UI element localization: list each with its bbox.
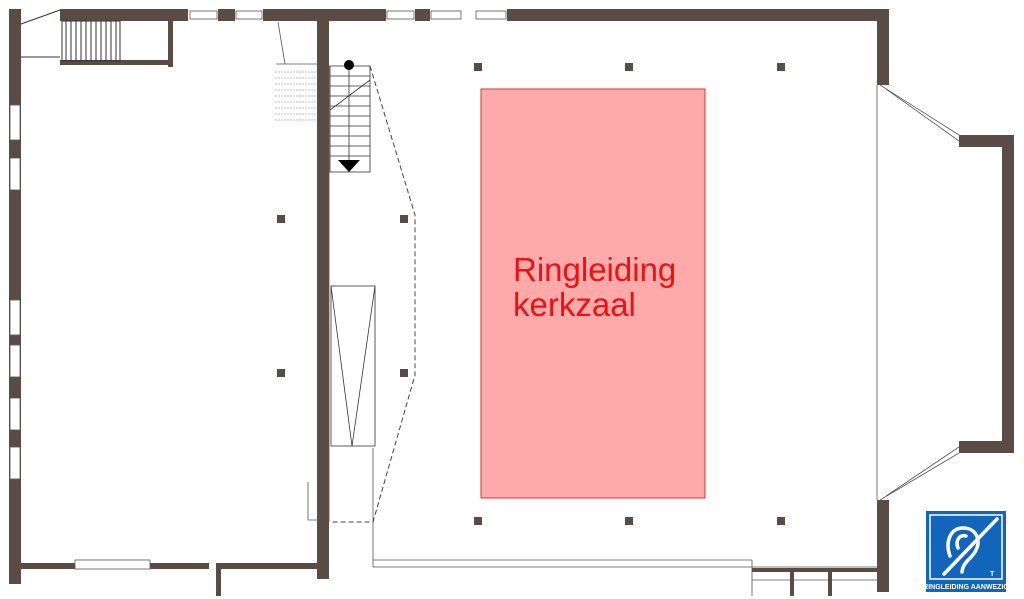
hearing-loop-ear-icon <box>942 517 999 576</box>
exterior-walls <box>9 9 1014 596</box>
hearing-loop-sign: T RINGLEIDING AANWEZIG <box>923 508 1009 595</box>
stair-down-arrow-icon <box>338 160 360 172</box>
bottom-right-structure <box>752 568 877 596</box>
corridor-partitions <box>317 66 878 596</box>
ramp <box>330 285 376 447</box>
door-swing-left <box>276 21 317 521</box>
sign-letter: T <box>990 571 995 578</box>
zone-label-line1: Ringleiding <box>513 251 676 288</box>
dashed-outline <box>330 65 416 523</box>
hearing-loop-zone <box>480 88 706 499</box>
stair-start-dot <box>344 60 354 70</box>
zone-label-line2: kerkzaal <box>513 286 636 323</box>
columns <box>277 63 785 525</box>
staircase-down <box>329 65 371 173</box>
side-stair <box>275 71 317 121</box>
entrance-stair <box>20 9 121 62</box>
windows <box>9 10 507 570</box>
sign-caption: RINGLEIDING AANWEZIG <box>923 584 1009 591</box>
bay-window <box>879 84 960 501</box>
